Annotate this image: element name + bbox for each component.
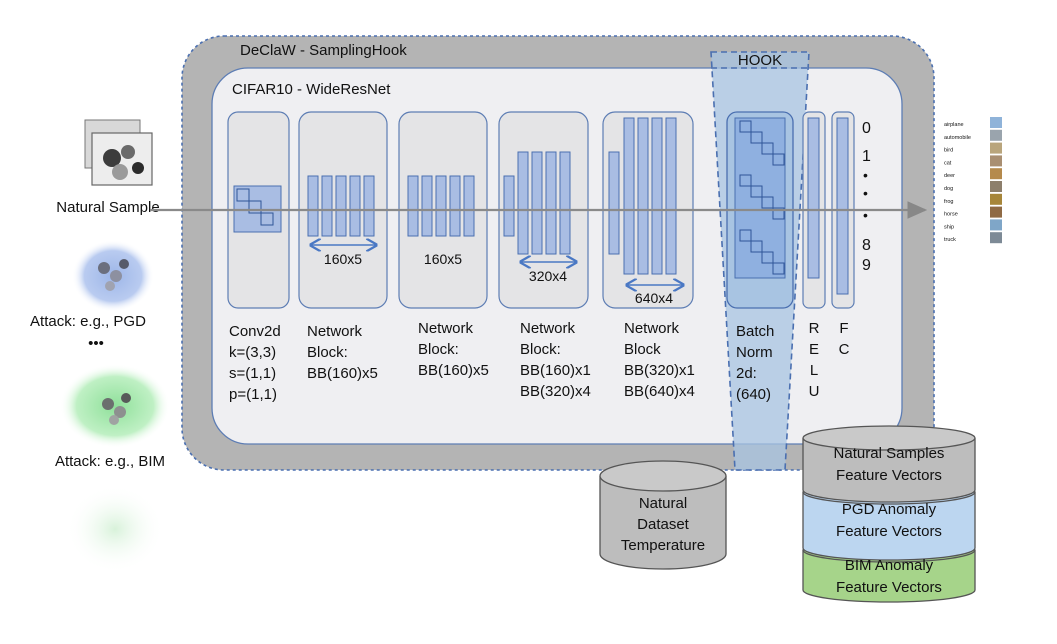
class-label: automobile (944, 135, 971, 141)
network-block-4-label-line: Network (624, 320, 680, 337)
pgd-features-label-line: PGD Anomaly (842, 501, 937, 518)
network-block-3-dim: 320x4 (529, 268, 567, 284)
bim-attack-label: Attack: e.g., BIM (55, 453, 165, 470)
natural-sample-label: Natural Sample (56, 199, 159, 216)
fc-label-letter: C (839, 341, 850, 358)
pgd-attack-label: Attack: e.g., PGD (30, 313, 146, 330)
network-block-2-label-line: BB(160)x5 (418, 362, 489, 379)
class-thumbnail (990, 232, 1002, 244)
class-thumbnail (990, 117, 1002, 128)
network-block-4-dim: 640x4 (635, 290, 673, 306)
class-thumbnail (990, 181, 1002, 192)
network-block-3-label-line: BB(320)x4 (520, 383, 591, 400)
faint-sample-image (66, 485, 164, 573)
output-dot: • (863, 185, 868, 201)
batchnorm-label-line: Batch (736, 323, 774, 340)
class-thumbnail (990, 142, 1002, 154)
output-digits: 0 1 • • • 8 9 (862, 120, 871, 274)
batchnorm-label-line: (640) (736, 386, 771, 403)
conv2d-label-line: k=(3,3) (229, 344, 276, 361)
network-block-4-label-line: BB(640)x4 (624, 383, 695, 400)
network-block-3-label-line: Network (520, 320, 576, 337)
network-block-2-dim: 160x5 (424, 251, 462, 267)
relu-label-letter: U (809, 383, 820, 400)
output-digit: 0 (862, 120, 871, 137)
hook-label: HOOK (738, 52, 782, 69)
network-block-2-label-line: Block: (418, 341, 459, 358)
feature-vector-database: Natural Samples Feature Vectors PGD Anom… (802, 425, 976, 603)
class-label: cat (944, 160, 952, 166)
conv2d-label-line: p=(1,1) (229, 386, 277, 403)
class-thumbnail (990, 129, 1002, 141)
output-digit: 9 (862, 257, 871, 274)
output-digit: 1 (862, 148, 871, 165)
class-label: bird (944, 148, 953, 154)
class-label: airplane (944, 122, 964, 128)
temperature-label-line: Temperature (621, 537, 705, 554)
class-label: ship (944, 224, 954, 230)
class-thumbnail (990, 155, 1002, 167)
temperature-label-line: Dataset (637, 516, 690, 533)
class-label: frog (944, 199, 953, 205)
class-label: dog (944, 186, 953, 192)
natural-features-label-line: Feature Vectors (836, 467, 942, 484)
output-dot: • (863, 207, 868, 223)
pgd-features-label-line: Feature Vectors (836, 523, 942, 540)
ellipsis-label: ••• (88, 335, 104, 352)
class-label: truck (944, 237, 956, 243)
cifar-class-list: airplane automobile bird cat deer dog frog hors… (944, 117, 1002, 244)
network-block-1-label-line: BB(160)x5 (307, 365, 378, 382)
network-block-3-label-line: BB(160)x1 (520, 362, 591, 379)
network-block-3: 320x4 Network Block: BB(160)x1 BB(320)x4 (498, 111, 591, 400)
output-digit: 8 (862, 237, 871, 254)
network-block-4-label-line: Block (624, 341, 661, 358)
conv2d-label-line: s=(1,1) (229, 365, 276, 382)
relu-label-letter: R (809, 320, 820, 337)
class-thumbnail (990, 219, 1002, 231)
batchnorm-block: Batch Norm 2d: (640) (726, 111, 794, 403)
bim-attack-image (60, 364, 170, 448)
network-block-1-dim: 160x5 (324, 251, 362, 267)
pgd-attack-image (72, 240, 154, 312)
class-thumbnail (990, 168, 1002, 180)
class-label: deer (944, 173, 955, 179)
class-thumbnail (990, 206, 1002, 218)
output-dot: • (863, 167, 868, 183)
temperature-database: Natural Dataset Temperature (599, 460, 727, 570)
batchnorm-label-line: Norm (736, 344, 773, 361)
network-block-1-label-line: Network (307, 323, 363, 340)
wideresnet-title: CIFAR10 - WideResNet (232, 81, 391, 98)
relu-label-letter: L (810, 362, 818, 379)
fc-label-letter: F (839, 320, 848, 337)
network-block-4-label-line: BB(320)x1 (624, 362, 695, 379)
class-thumbnail (990, 193, 1002, 205)
natural-features-label-line: Natural Samples (834, 445, 945, 462)
network-block-1-label-line: Block: (307, 344, 348, 361)
bim-features-label-line: Feature Vectors (836, 579, 942, 596)
conv2d-label-line: Conv2d (229, 323, 281, 340)
network-block-2-label-line: Network (418, 320, 474, 337)
declaw-title: DeClaW - SamplingHook (240, 42, 407, 59)
natural-sample-image (84, 119, 153, 186)
network-block-3-label-line: Block: (520, 341, 561, 358)
bim-features-label-line: BIM Anomaly (845, 557, 934, 574)
batchnorm-label-line: 2d: (736, 365, 757, 382)
class-label: horse (944, 212, 958, 218)
temperature-label-line: Natural (639, 495, 687, 512)
relu-label-letter: E (809, 341, 819, 358)
